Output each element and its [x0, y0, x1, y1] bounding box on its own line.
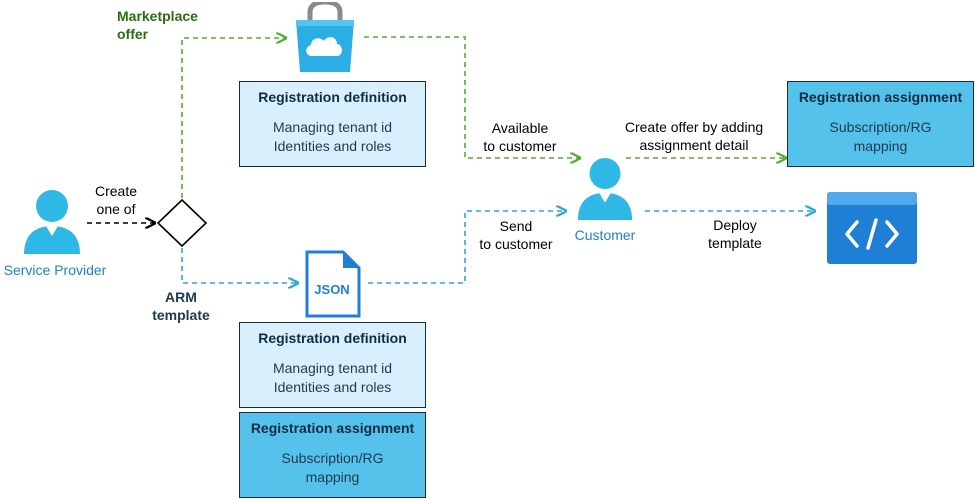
marketplace-offer-label: Marketplace offer — [117, 8, 198, 42]
choice-diamond — [156, 198, 208, 248]
box-line: mapping — [853, 138, 908, 154]
bottom-registration-assignment-box: Registration assignment Subscription/RG … — [239, 412, 426, 498]
box-title: Registration definition — [258, 89, 407, 105]
json-file-icon: JSON — [305, 250, 361, 318]
customer-person-icon — [577, 158, 633, 220]
box-line: Identities and roles — [273, 379, 392, 395]
json-file-text: JSON — [314, 282, 349, 297]
service-provider-person-icon — [24, 190, 80, 254]
top-registration-definition-box: Registration definition Managing tenant … — [239, 81, 426, 167]
service-provider-label: Service Provider — [3, 262, 107, 278]
box-line: Managing tenant id — [272, 119, 393, 135]
edge-choice-to-json — [181, 248, 298, 283]
customer-label: Customer — [574, 227, 636, 243]
right-registration-assignment-box: Registration assignment Subscription/RG … — [787, 81, 974, 167]
box-line: Managing tenant id — [272, 360, 393, 376]
box-title: Registration assignment — [798, 89, 963, 105]
box-title: Registration assignment — [250, 420, 415, 436]
edge-json-to-customer — [368, 211, 566, 284]
available-to-customer-label: Available to customer — [483, 120, 557, 154]
edge-choice-to-marketplace — [181, 38, 286, 198]
send-to-customer-label: Send to customer — [479, 218, 553, 252]
deploy-template-label: Deploy template — [708, 217, 762, 251]
shopping-bag-cloud-icon — [296, 2, 354, 72]
create-one-of-label: Create one of — [94, 183, 138, 217]
box-line: Subscription/RG — [829, 119, 932, 135]
box-line: Identities and roles — [273, 138, 392, 154]
box-title: Registration definition — [258, 330, 407, 346]
create-offer-label: Create offer by adding assignment detail — [624, 119, 764, 153]
code-window-icon — [827, 192, 917, 264]
arm-template-label: ARM template — [152, 289, 210, 323]
box-line: mapping — [305, 469, 360, 485]
box-line: Subscription/RG — [281, 450, 384, 466]
bottom-registration-definition-box: Registration definition Managing tenant … — [239, 322, 426, 408]
edge-marketplace-to-customer — [364, 36, 580, 158]
